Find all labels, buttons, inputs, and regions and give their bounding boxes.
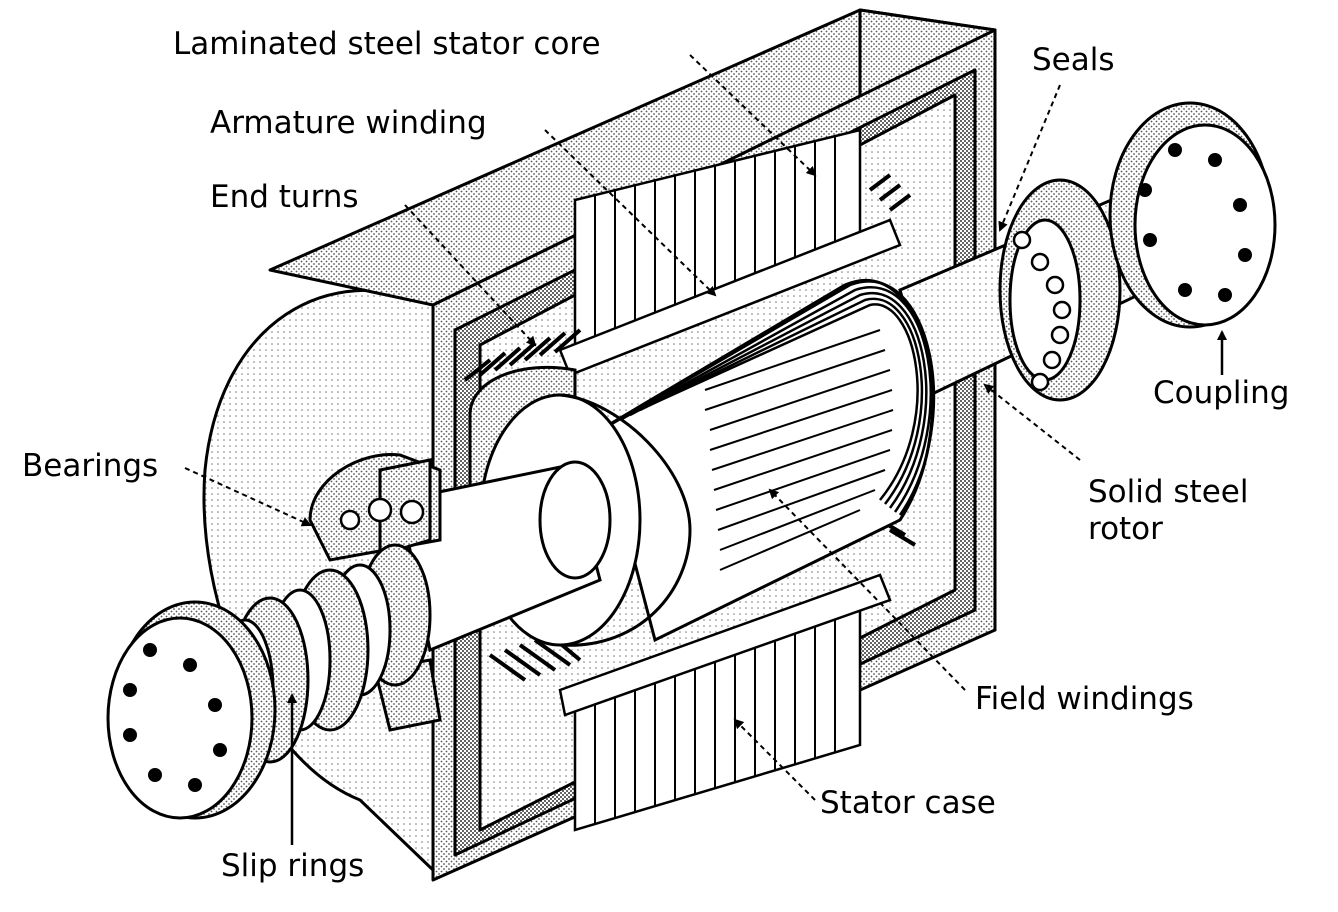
leader-stator-core [689, 54, 817, 177]
label-stator-core: Laminated steel stator core [173, 26, 601, 62]
label-rotor-line1: Solid steel [1088, 474, 1248, 510]
solid-leaders [287, 330, 1227, 845]
leader-bearings [184, 467, 312, 527]
label-bearings: Bearings [22, 448, 158, 484]
label-coupling: Coupling [1153, 375, 1290, 411]
leader-stator-case [733, 718, 816, 801]
leader-armature [544, 129, 717, 297]
armature-winding-bars [558, 218, 902, 717]
label-rotor-line2: rotor [1088, 511, 1163, 547]
leader-seals [998, 84, 1061, 232]
seal-balls [1012, 230, 1072, 392]
left-flange [106, 600, 277, 820]
leader-field-windings [768, 488, 966, 691]
label-field-windings: Field windings [975, 681, 1194, 717]
label-stator-case: Stator case [820, 785, 996, 821]
coupling-flange [1108, 101, 1277, 329]
label-seals: Seals [1032, 42, 1115, 78]
leader-rotor [983, 383, 1081, 461]
leader-lines [184, 54, 1081, 801]
leader-end-turns [404, 204, 537, 347]
label-slip-rings: Slip rings [221, 848, 364, 884]
label-end-turns: End turns [210, 179, 359, 215]
label-armature-winding: Armature winding [210, 105, 487, 141]
labels: Laminated steel stator core Armature win… [22, 26, 1290, 884]
